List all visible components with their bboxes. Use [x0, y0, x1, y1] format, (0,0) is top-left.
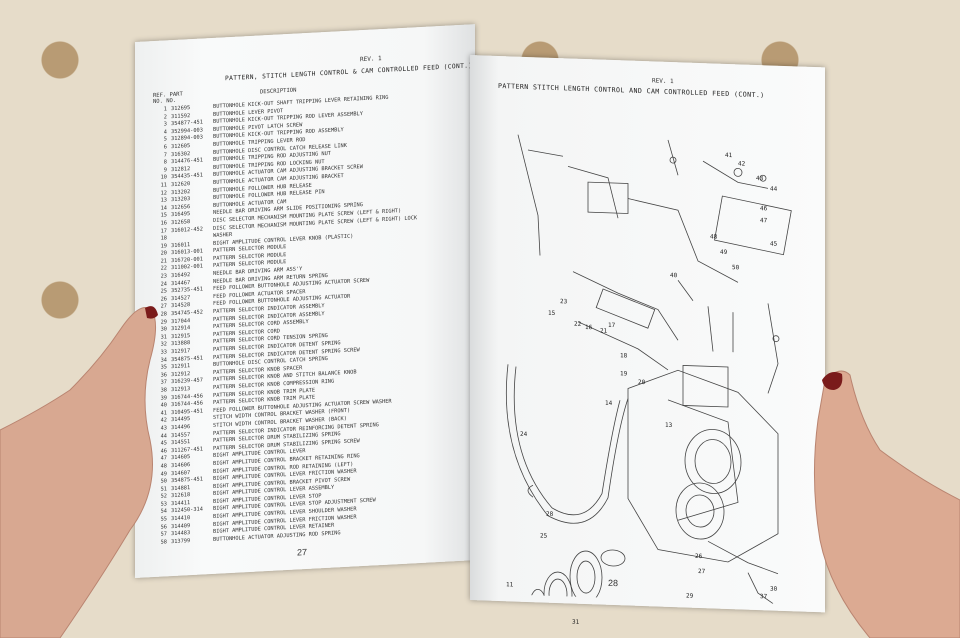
- diagram-callout-number: 15: [548, 309, 556, 317]
- diagram-callout-number: 11: [506, 581, 514, 589]
- diagram-callout-number: 27: [698, 567, 706, 576]
- diagram-callout-number: 24: [520, 430, 528, 438]
- diagram-callout-number: 16: [585, 324, 593, 332]
- left-hand: [0, 306, 158, 638]
- diagram-callout-number: 43: [756, 174, 764, 183]
- diagram-callout-number: 21: [600, 327, 608, 335]
- diagram-callout-number: 45: [770, 240, 778, 248]
- diagram-callout-number: 25: [540, 532, 548, 540]
- right-page-number: 28: [608, 577, 619, 589]
- left-revision-label: REV. 1: [360, 55, 382, 64]
- diagram-callout-number: 47: [760, 217, 768, 225]
- diagram-callout-number: 29: [686, 592, 694, 600]
- diagram-callout-number: 31: [572, 618, 580, 626]
- diagram-callout-number: 48: [710, 233, 718, 241]
- diagram-callout-number: 30: [770, 585, 778, 593]
- diagram-callout-number: 18: [620, 352, 628, 360]
- diagram-callout-number: 44: [770, 185, 778, 193]
- col-header-no: NO. NO.: [153, 97, 177, 106]
- diagram-callout-number: 23: [560, 298, 568, 306]
- right-fingernail: [822, 372, 843, 390]
- diagram-callout-number: 41: [725, 151, 733, 160]
- diagram-callout-number: 26: [695, 552, 703, 561]
- booklet-right-page: REV. 1 PATTERN STITCH LENGTH CONTROL AND…: [470, 55, 825, 626]
- diagram-callout-number: 19: [620, 370, 628, 378]
- diagram-rod: [517, 134, 541, 256]
- diagram-callout-number: 13: [665, 421, 673, 430]
- col-header-description: DESCRIPTION: [260, 87, 297, 96]
- diagram-callout-number: 50: [732, 264, 740, 272]
- diagram-callout-number: 42: [738, 160, 746, 168]
- exploded-parts-diagram: [505, 134, 792, 606]
- diagram-callout-number: 17: [608, 321, 616, 330]
- left-page-title: PATTERN, STITCH LENGTH CONTROL & CAM CON…: [225, 62, 473, 83]
- diagram-callout-number: 22: [574, 320, 582, 328]
- diagram-callout-number: 20: [638, 378, 646, 387]
- diagram-callout-number: 37: [760, 593, 768, 601]
- left-page-number: 27: [297, 546, 308, 558]
- diagram-callout-number: 40: [670, 271, 678, 280]
- right-hand: [813, 370, 960, 638]
- diagram-callout-number: 46: [760, 205, 768, 213]
- left-fingernail: [145, 306, 158, 319]
- right-revision-label: REV. 1: [652, 77, 674, 86]
- diagram-callout-number: 28: [546, 510, 554, 518]
- diagram-callout-number: 14: [605, 399, 613, 407]
- diagram-callout-number: 49: [720, 248, 728, 256]
- booklet-left-page: REV. 1 PATTERN, STITCH LENGTH CONTROL & …: [135, 24, 475, 579]
